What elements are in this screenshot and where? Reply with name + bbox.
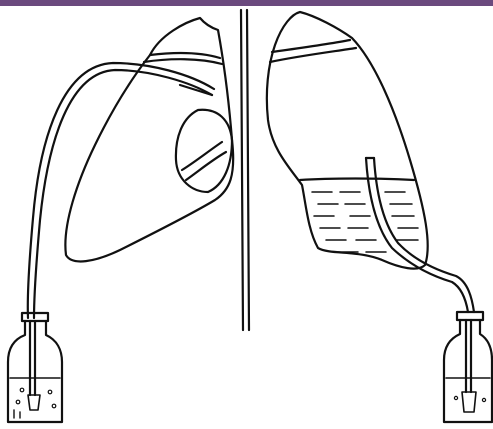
center-divider [241,10,249,330]
pleural-fluid-line [300,179,414,181]
right-bottle-bubbles [462,392,476,412]
left-bottle [8,313,62,422]
collapsed-lung-lobe [176,110,232,192]
left-lung [65,18,233,261]
pleural-fluid [312,192,418,252]
right-lung [267,12,428,269]
right-bottle [444,312,492,422]
left-drain-tube [28,63,214,318]
left-bottle-bubbles [28,395,40,410]
right-drain-tube [366,158,474,312]
